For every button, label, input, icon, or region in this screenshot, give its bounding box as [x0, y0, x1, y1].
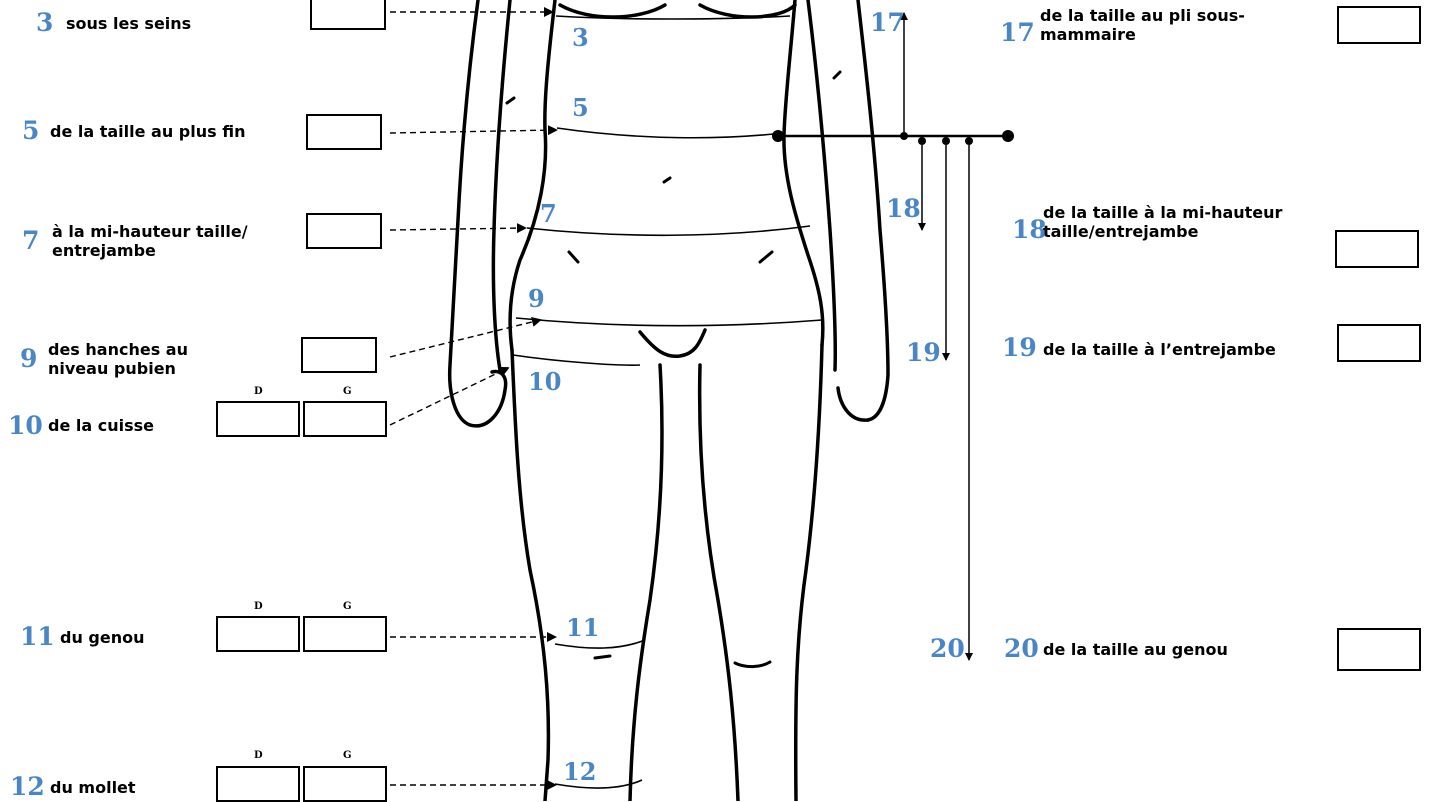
measure-label-20: de la taille au genou [1043, 640, 1333, 659]
measure-input-18[interactable] [1335, 230, 1419, 268]
measure-label-5: de la taille au plus fin [50, 122, 290, 141]
measure-number-11: 11 [20, 624, 55, 649]
measure-input-12-d[interactable] [216, 766, 300, 802]
side-label-right: D [254, 601, 263, 612]
measure-number-7: 7 [22, 228, 39, 253]
side-label-right: D [254, 750, 263, 761]
body-marker-11: 11 [566, 616, 599, 640]
measure-number-3: 3 [36, 10, 53, 35]
body-marker-10: 10 [528, 370, 561, 394]
measure-input-10-g[interactable] [303, 401, 387, 437]
body-marker-7: 7 [540, 202, 557, 226]
measure-label-18: de la taille à la mi-hauteur taille/entr… [1043, 203, 1333, 241]
measure-input-5[interactable] [306, 114, 382, 150]
body-marker-9: 9 [528, 287, 545, 311]
measure-number-9: 9 [20, 346, 37, 371]
side-label-right: D [254, 386, 263, 397]
body-marker-12: 12 [563, 760, 596, 784]
arrow-marker-17: 17 [870, 10, 905, 35]
measure-label-9: des hanches au niveau pubien [48, 340, 198, 378]
measure-input-3[interactable] [310, 0, 386, 30]
measure-input-20[interactable] [1337, 628, 1421, 671]
measure-input-19[interactable] [1337, 324, 1421, 362]
measure-number-10: 10 [8, 413, 43, 438]
measure-label-7: à la mi-hauteur taille/ entrejambe [52, 222, 252, 260]
measure-input-11-g[interactable] [303, 616, 387, 652]
arrow-marker-20: 20 [930, 636, 965, 661]
body-marker-5: 5 [572, 96, 589, 120]
measure-label-10: de la cuisse [48, 416, 208, 435]
arrow-marker-19: 19 [906, 340, 941, 365]
measure-label-17: de la taille au pli sous- mammaire [1040, 6, 1280, 44]
measure-number-12: 12 [10, 774, 45, 799]
measure-label-12: du mollet [50, 778, 170, 797]
measure-input-12-g[interactable] [303, 766, 387, 802]
side-label-left: G [343, 386, 352, 397]
measure-input-10-d[interactable] [216, 401, 300, 437]
measure-label-3: sous les seins [66, 14, 266, 33]
measure-input-9[interactable] [301, 337, 377, 373]
measure-input-11-d[interactable] [216, 616, 300, 652]
measure-number-20: 20 [1004, 636, 1039, 661]
measure-number-17: 17 [1000, 20, 1035, 45]
measure-number-18: 18 [1012, 217, 1047, 242]
measure-number-5: 5 [22, 118, 39, 143]
measure-label-11: du genou [60, 628, 180, 647]
measure-input-17[interactable] [1337, 6, 1421, 44]
measure-input-7[interactable] [306, 213, 382, 249]
measure-label-19: de la taille à l’entrejambe [1043, 340, 1333, 359]
arrow-marker-18: 18 [886, 196, 921, 221]
body-marker-3: 3 [572, 26, 589, 50]
measure-number-19: 19 [1002, 335, 1037, 360]
side-label-left: G [343, 601, 352, 612]
side-label-left: G [343, 750, 352, 761]
